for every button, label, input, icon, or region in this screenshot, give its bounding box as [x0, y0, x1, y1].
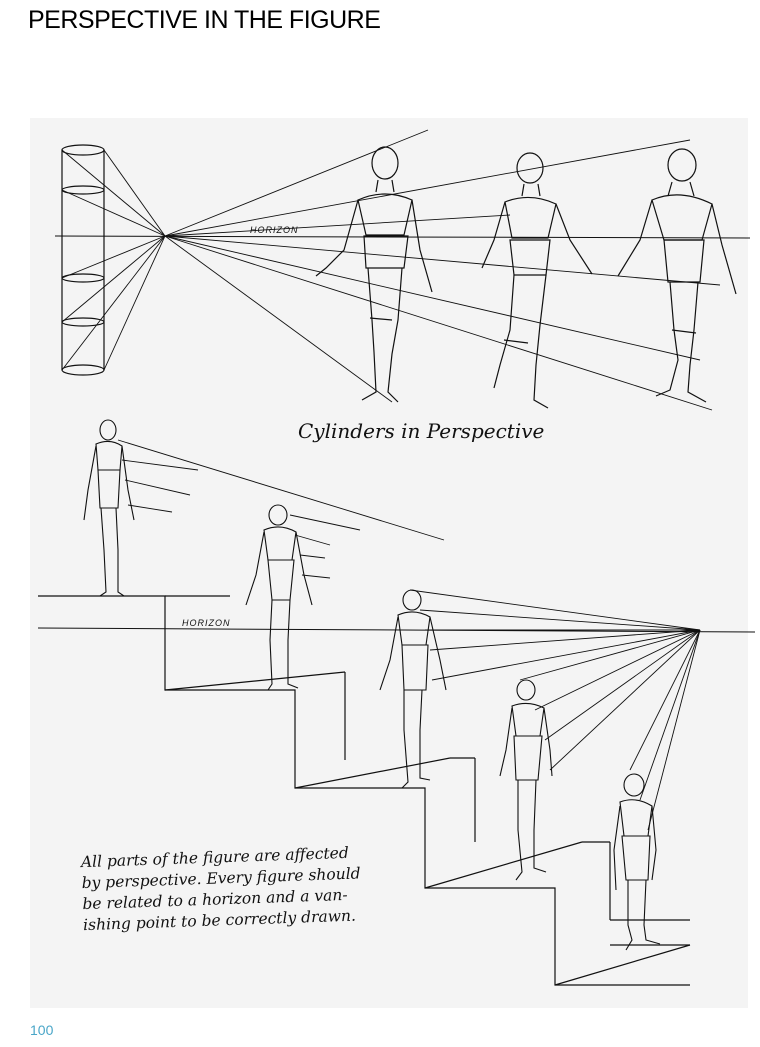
bottom-vanishing-rays	[117, 439, 701, 831]
stair-figure-4	[499, 679, 553, 881]
top-figure-front	[315, 146, 433, 403]
top-vanishing-rays	[61, 129, 721, 411]
cylinders-caption: Cylinders in Perspective	[298, 419, 544, 443]
stair-figure-1	[83, 419, 135, 597]
top-figure-middle	[481, 152, 593, 409]
page-title: PERSPECTIVE IN THE FIGURE	[28, 6, 381, 34]
stair-figure-3	[379, 589, 447, 789]
top-figure-back	[617, 148, 737, 403]
stair-figure-5	[613, 773, 661, 951]
scan-background	[30, 118, 748, 1008]
stair-figure-2	[245, 504, 313, 691]
bottom-horizon-label: HORIZON	[182, 618, 231, 628]
bottom-horizon-line	[37, 627, 756, 633]
staircase	[38, 595, 691, 986]
top-horizon-label: HORIZON	[250, 225, 299, 235]
page-number: 100	[30, 1022, 54, 1038]
